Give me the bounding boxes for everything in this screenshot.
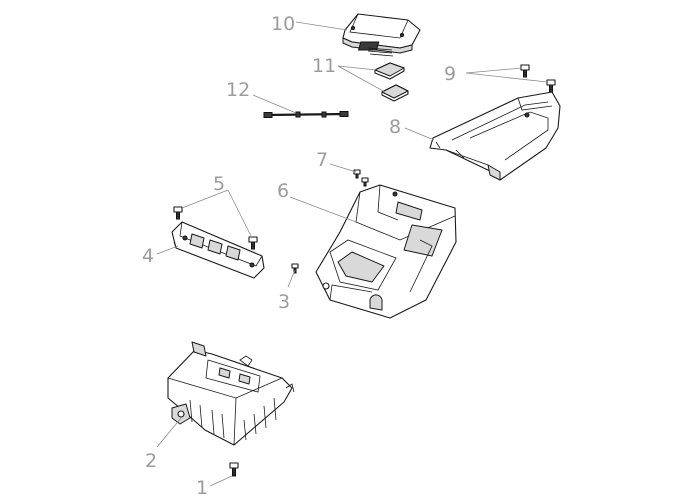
callout-10: 10 — [271, 13, 295, 35]
callout-9: 9 — [444, 63, 456, 85]
callout-1: 1 — [196, 477, 208, 499]
callout-4: 4 — [142, 245, 154, 267]
callout-5: 5 — [213, 173, 225, 195]
callout-8: 8 — [389, 116, 401, 138]
callout-3: 3 — [278, 291, 290, 313]
part-8-tray — [429, 91, 561, 181]
part-11-pads — [374, 62, 409, 102]
part-5-screws — [173, 206, 258, 250]
part-7-screws — [353, 169, 369, 187]
callout-12: 12 — [226, 79, 250, 101]
leader-lines — [156, 21, 548, 487]
part-3-screw — [291, 263, 299, 274]
callout-labels: 10 11 12 9 8 7 6 5 4 3 2 1 — [142, 13, 456, 499]
callout-6: 6 — [277, 180, 289, 202]
part-10-control-module — [342, 13, 421, 57]
callout-7: 7 — [316, 149, 328, 171]
part-9-screws — [520, 64, 556, 93]
callout-11: 11 — [312, 55, 336, 77]
part-6-cover — [315, 184, 457, 319]
part-4-bracket — [171, 221, 265, 279]
part-2-base-tray — [167, 341, 295, 446]
callout-2: 2 — [145, 450, 157, 472]
part-1-screw — [229, 462, 239, 477]
part-12-cable — [263, 111, 349, 118]
